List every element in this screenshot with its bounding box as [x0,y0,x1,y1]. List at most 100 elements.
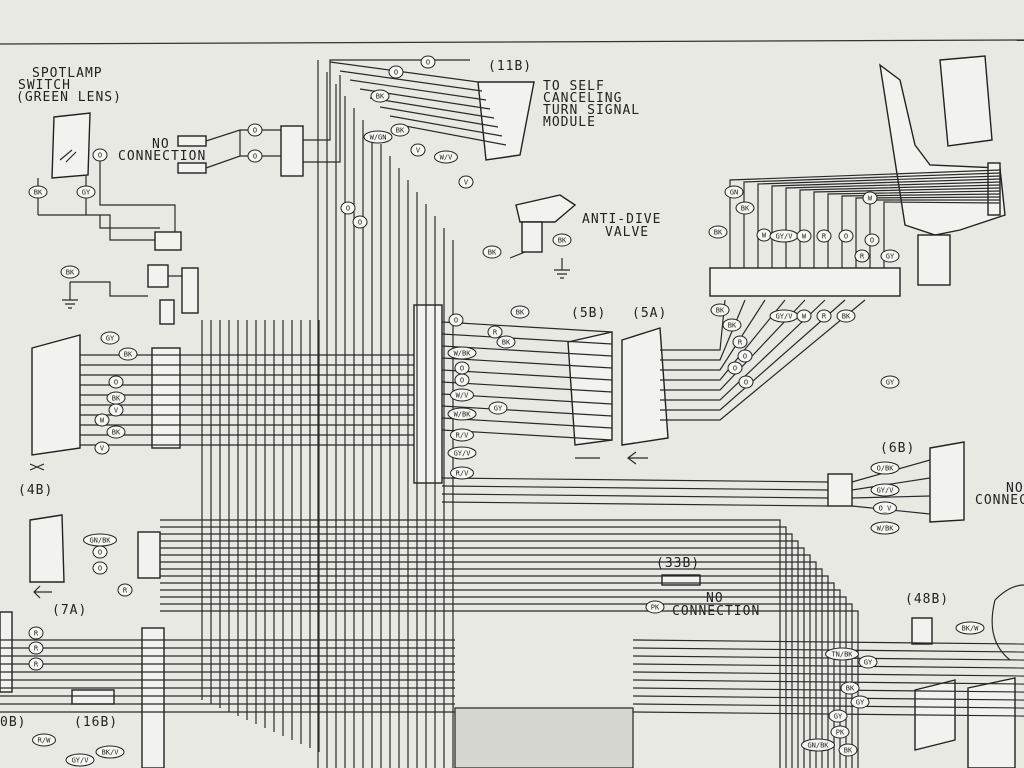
wire-code-text: R [738,339,743,347]
wire-code-text: BK [716,307,725,315]
wire-code-text: R [123,587,128,595]
wire-code-bubble: W [796,229,812,243]
wire-code-text: O [460,365,464,373]
wire-code-text: W/BK [877,525,895,533]
wire-code-text: GY/V [776,233,794,241]
wire-code-bubble: O/BK [870,461,900,475]
wire-code-bubble: V [458,175,474,189]
connector-7a-label: (7A) [52,603,87,618]
wire-code-text: BK [842,313,851,321]
wire-code-text: BK [112,395,121,403]
wire-code-bubble: W [756,228,772,242]
wire-code-bubble: R [854,249,870,263]
wire-code-bubble: R [28,626,44,640]
wire-code-bubble: BK/W [955,621,985,635]
wire-code-bubble: GN [724,185,744,199]
wire-code-bubble: GY [76,185,96,199]
wire-code-text: BK [488,249,497,257]
wire-code-bubble: O_V [873,501,897,515]
wire-code-text: R [34,645,39,653]
wire-code-bubble: BK [28,185,48,199]
spotlamp-label-1: SPOTLAMP [32,66,103,81]
wire-code-text: TN/BK [831,651,853,659]
anti-dive-valve [509,194,577,259]
wire-code-bubble: BK [510,305,530,319]
wire-code-bubble: W/BK [447,407,477,421]
wire-code-bubble: GY [488,401,508,415]
wire-code-text: R/V [456,470,469,478]
wire-code-bubble: BK [496,335,516,349]
wire-code-bubble: O [92,148,108,162]
wire-code-bubble: W [862,191,878,205]
wire-code-text: O [98,549,102,557]
wire-code-bubble: O [420,55,436,69]
wire-code-bubble: O [738,375,754,389]
wire-code-bubble: BK [390,123,410,137]
wire-code-text: O [743,353,747,361]
connector-11b [477,81,535,161]
anti-dive-label-2: VALVE [605,225,649,240]
wire-code-text: W [762,232,767,240]
wire-code-text: W/BK [454,350,472,358]
wire-code-bubble: GY [880,375,900,389]
wire-code-text: BK [844,747,853,755]
wire-code-text: GY [494,405,503,413]
wire-code-bubble: W [796,309,812,323]
wire-code-bubble: BK [482,245,502,259]
wire-code-bubble: PK [830,725,850,739]
ground-symbol [554,258,570,279]
wire-code-bubble: R [816,229,832,243]
wire-code-text: R [822,233,827,241]
wire-code-bubble: R [487,325,503,339]
wire-code-text: GY [864,659,873,667]
connector-4b-label: (4B) [18,483,53,498]
wire-code-bubble: R [816,309,832,323]
wire-code-text: GY/V [877,487,895,495]
wire-code-text: O [733,365,737,373]
wire-code-bubble: BK [106,391,126,405]
wire-code-text: O [98,152,102,160]
wire-code-bubble: GY/V [769,229,799,243]
wire-code-bubble: R/V [450,428,474,442]
wire-code-text: BK [846,685,855,693]
wire-code-text: BK [741,205,750,213]
wire-code-bubble: GY [828,709,848,723]
wire-code-text: BK [66,269,75,277]
wire-code-bubble: R [117,583,133,597]
to-self-label-3: TURN SIGNAL [543,103,640,118]
connector-48b [911,617,933,645]
wire-code-bubble: BK [836,309,856,323]
wire-code-text: O [744,379,748,387]
wire-code-bubble: BK [60,265,80,279]
wire-code-text: GY/V [72,757,90,765]
wire-code-text: PK [651,604,660,612]
wire-code-text: V [464,179,469,187]
wire-code-bubble: R [28,641,44,655]
wire-code-text: GY/V [454,450,472,458]
wire-code-bubble: GY/V [769,309,799,323]
wire-code-bubble: BK [840,681,860,695]
connector-4b [31,334,81,456]
wire-code-bubble: BK [370,89,390,103]
wire-code-text: GY [886,379,895,387]
wire-code-bubble: W/V [434,150,458,164]
wire-code-bubble: R [28,657,44,671]
wire-code-text: BK/V [102,749,120,757]
wire-code-bubble: O [448,313,464,327]
to-self-label-2: CANCELING [543,91,622,106]
wire-code-text: V [100,445,105,453]
wire-code-text: O [253,127,257,135]
wire-code-bubble: O [92,545,108,559]
to-self-label-4: MODULE [543,115,596,130]
wire-code-bubble: O [388,65,404,79]
wire-code-text: W/V [440,154,453,162]
wire-code-bubble: TN/BK [825,647,859,661]
wire-code-bubble: BK [552,233,572,247]
wire-code-bubble: W/V [450,388,474,402]
wire-code-text: R [34,630,39,638]
wire-code-text: PK [836,729,845,737]
connector-16b-label: (16B) [74,715,118,730]
wire-code-text: O [114,379,118,387]
plug-connector [177,162,207,174]
